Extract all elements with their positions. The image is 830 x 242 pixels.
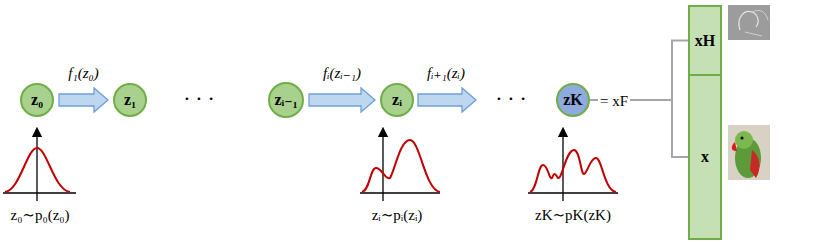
latent-circle: z₀	[20, 83, 54, 117]
latent-circle: zK	[556, 83, 590, 117]
parrot-wing	[750, 150, 759, 178]
annotation: = xF	[598, 93, 630, 110]
ellipsis: • • •	[496, 95, 528, 105]
image-edge	[745, 10, 768, 36]
density-curve	[5, 148, 70, 192]
edge-label: fᵢ(zᵢ₋₁)	[323, 65, 361, 82]
node-text: z₁	[124, 92, 136, 108]
latent-circle: zᵢ₋₁	[268, 82, 304, 118]
edge-label: f₁(z₀)	[68, 65, 98, 82]
node-text: xH	[695, 33, 715, 49]
parrot-head	[735, 131, 753, 149]
node-text: zK	[563, 92, 583, 108]
annotation: z₀∼p₀(z₀)	[10, 207, 69, 224]
bar-section: xH	[688, 5, 722, 76]
node-text: zᵢ₋₁	[274, 92, 297, 108]
bracket-line	[590, 41, 688, 101]
annotation: zK∼pK(zK)	[535, 207, 611, 224]
y-axis	[36, 132, 37, 201]
bar-section: x	[688, 74, 722, 240]
image-edge	[739, 11, 758, 30]
x-axis	[3, 192, 76, 193]
parrot-eye	[740, 136, 743, 139]
node-text: zᵢ	[392, 92, 402, 108]
parrot-beak	[732, 142, 737, 151]
ellipsis: • • •	[184, 95, 216, 105]
parrot-image	[728, 125, 770, 180]
high-frequency-image	[728, 5, 770, 40]
annotation: zᵢ∼pᵢ(zᵢ)	[372, 207, 423, 224]
flow-arrow	[309, 88, 375, 112]
node-text: x	[701, 149, 709, 165]
latent-circle: z₁	[113, 83, 147, 117]
y-axis	[382, 132, 383, 201]
x-axis	[360, 192, 440, 193]
density-curve	[362, 140, 440, 192]
latent-circle: zᵢ	[380, 83, 414, 117]
annotation: fᵢ₊₁(zᵢ)	[427, 65, 465, 82]
flow-arrow	[418, 88, 476, 112]
x-axis	[528, 192, 618, 193]
flow-arrow	[59, 88, 108, 112]
density-curve	[530, 150, 616, 192]
node-text: z₀	[31, 92, 43, 108]
